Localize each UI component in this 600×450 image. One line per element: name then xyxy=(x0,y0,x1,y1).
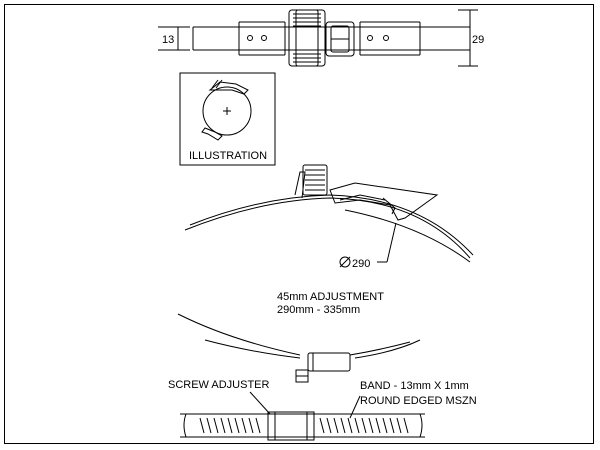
top-view xyxy=(158,9,478,67)
screw-adjuster-view xyxy=(180,391,425,441)
illustration-caption: ILLUSTRATION xyxy=(189,150,267,162)
dim-band-width xyxy=(158,26,190,51)
drawing-frame xyxy=(4,4,594,444)
latch xyxy=(325,21,355,57)
band-hole xyxy=(247,35,253,41)
band-spec-line2: ROUND EDGED MSZN xyxy=(360,395,477,407)
lower-arc-view xyxy=(177,313,421,383)
screw-housing xyxy=(267,411,315,441)
side-latch xyxy=(329,182,439,221)
band-hole xyxy=(261,35,267,41)
dim-diameter xyxy=(339,222,397,268)
range-text: 290mm - 335mm xyxy=(277,304,360,316)
band-perforations xyxy=(199,417,409,434)
clamp-circle xyxy=(202,86,252,136)
side-coils xyxy=(294,164,328,199)
screw-adjuster-label: SCREW ADJUSTER xyxy=(168,379,270,391)
adjustment-text: 45mm ADJUSTMENT xyxy=(277,291,384,303)
band-hole xyxy=(367,35,373,41)
side-view xyxy=(184,164,474,268)
overall-width-label: 29 xyxy=(472,34,484,46)
illustration-box xyxy=(179,72,276,166)
band-spec-line1: BAND - 13mm X 1mm xyxy=(360,380,469,392)
adjuster-block xyxy=(307,352,351,372)
band-width-label: 13 xyxy=(162,34,174,46)
spring-coils xyxy=(288,9,326,67)
band-hole xyxy=(383,35,389,41)
dim-overall-width xyxy=(458,9,478,67)
diameter-label: 290 xyxy=(352,258,370,270)
